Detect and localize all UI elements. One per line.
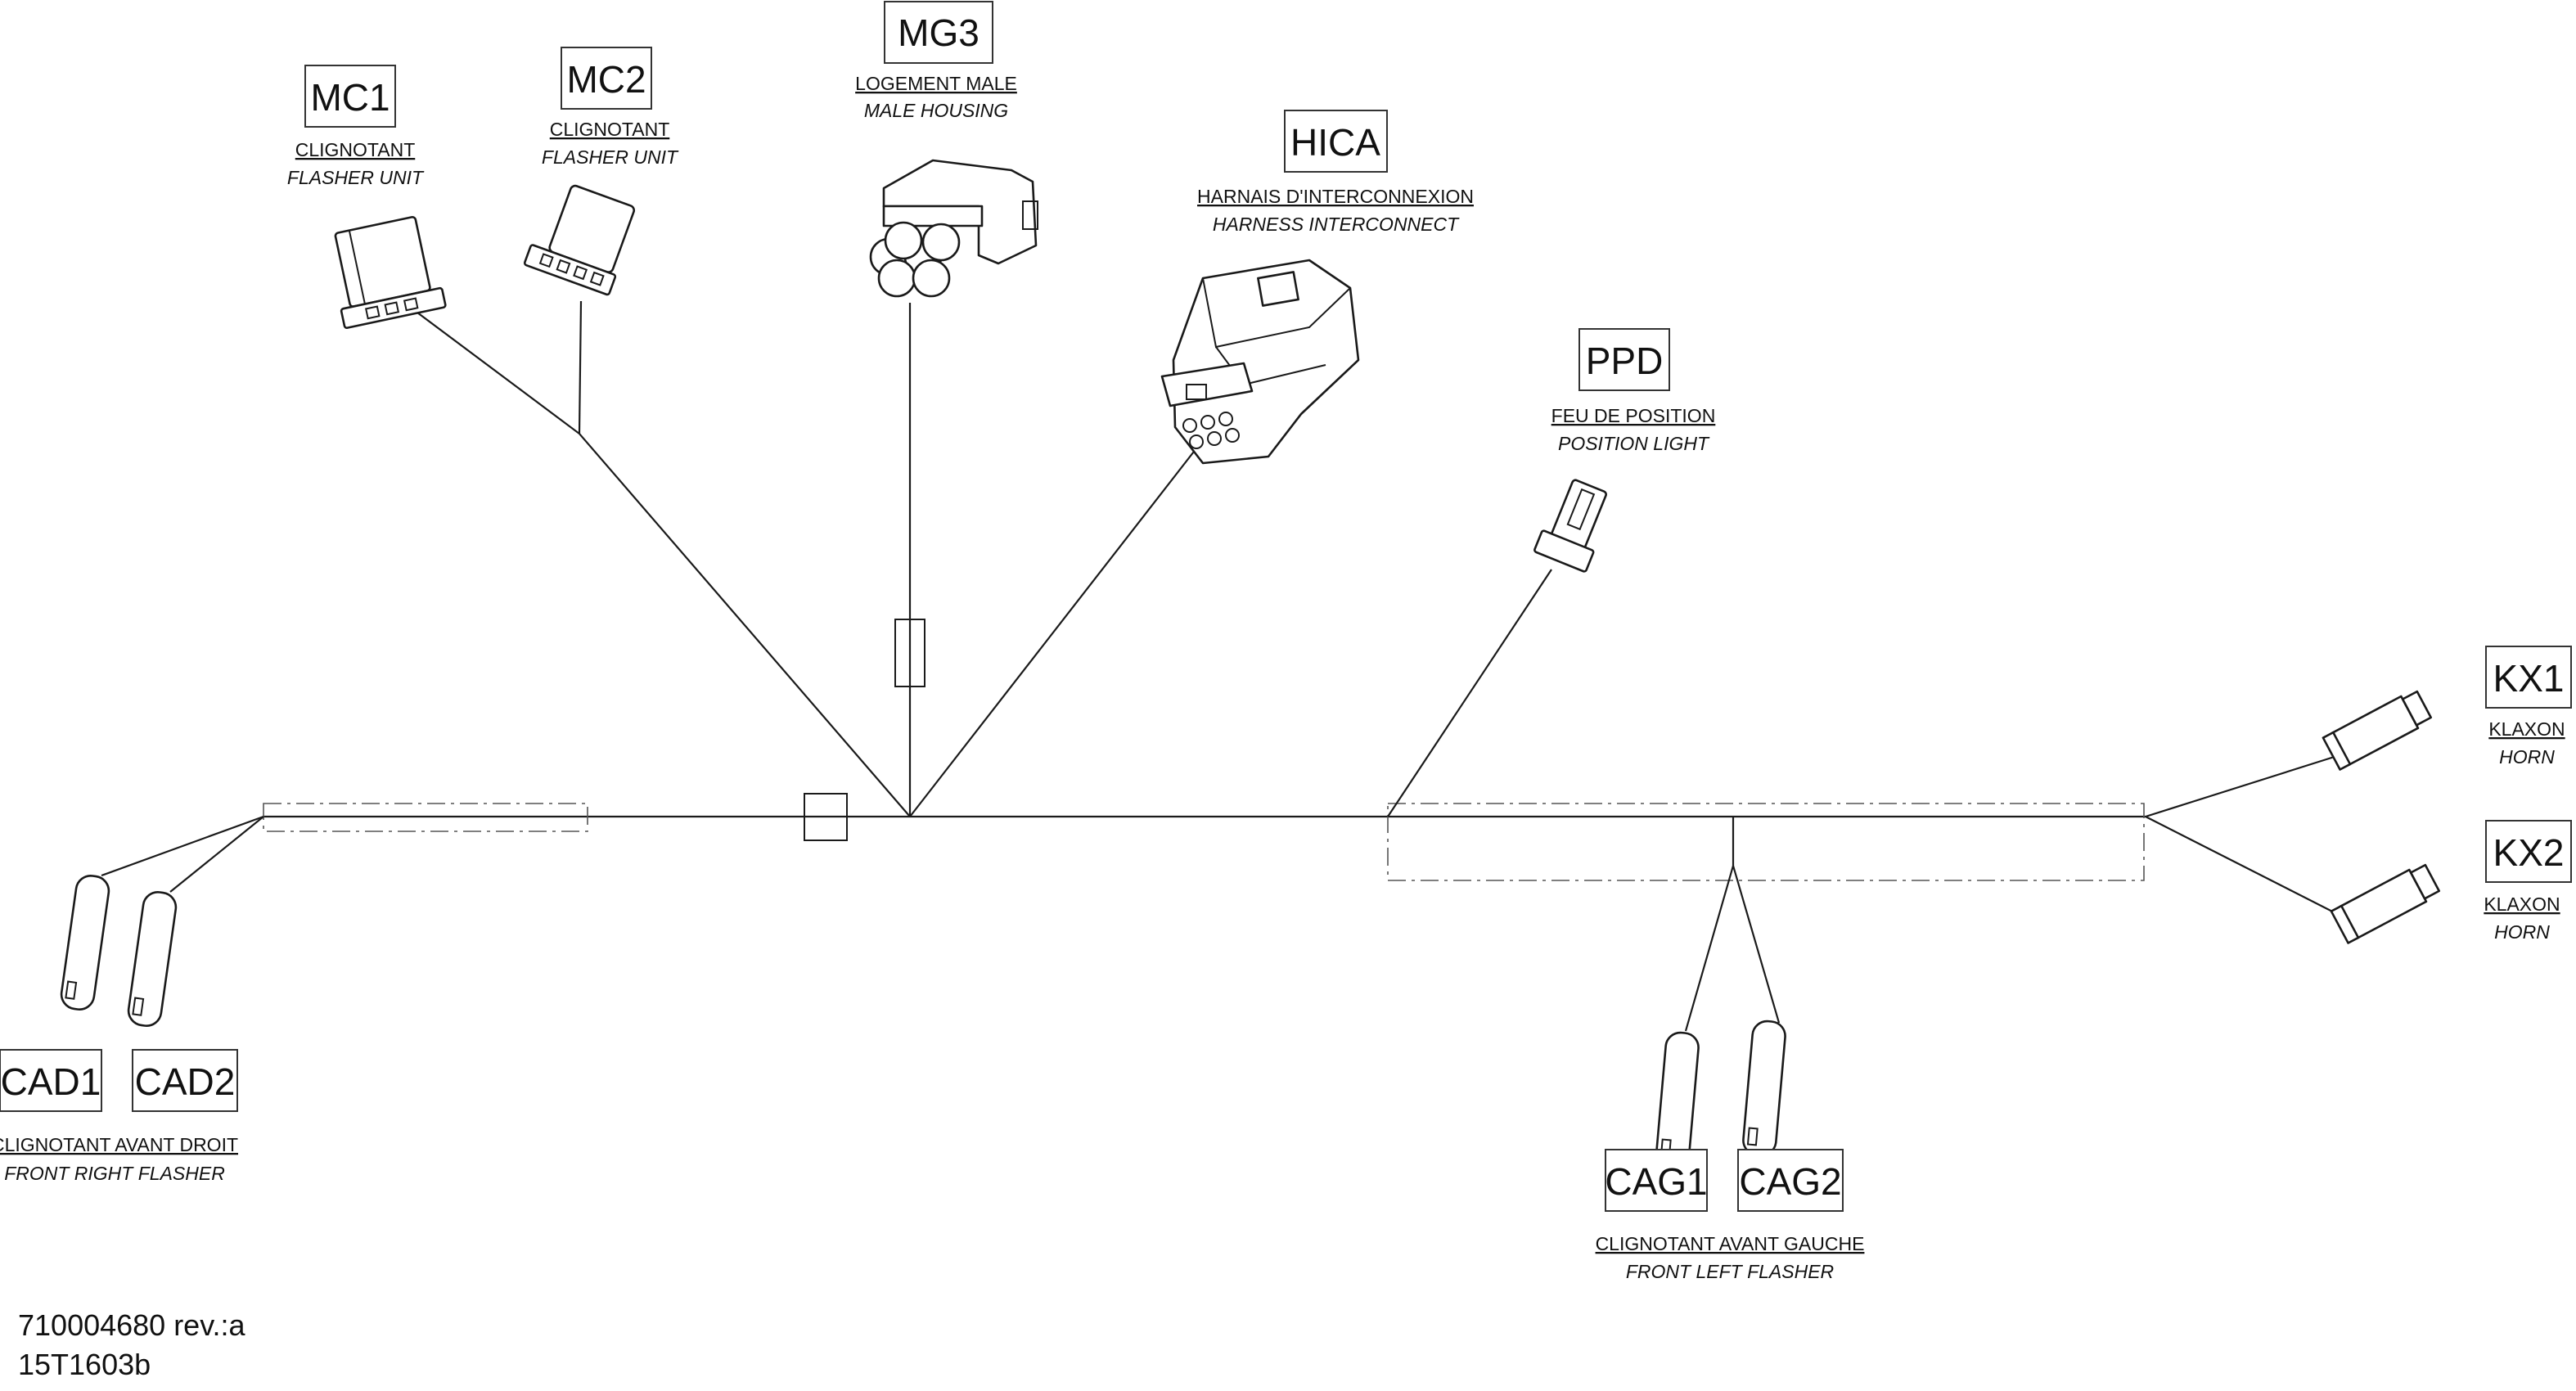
part-number: 710004680 rev.:a <box>18 1308 246 1342</box>
label-mg3: MG3 LOGEMENT MALE MALE HOUSING <box>855 1 1017 121</box>
mg3-en: MALE HOUSING <box>864 100 1008 121</box>
branch-cag1 <box>1684 865 1735 1032</box>
label-ppd: PPD FEU DE POSITION POSITION LIGHT <box>1551 328 1716 454</box>
mc1-fr: CLIGNOTANT <box>295 139 416 160</box>
mg3-code: MG3 <box>898 11 980 54</box>
ppd-fr: FEU DE POSITION <box>1551 405 1716 426</box>
kx2-connector <box>2330 863 2441 944</box>
label-mc2: MC2 CLIGNOTANT FLASHER UNIT <box>542 47 679 168</box>
mc2-code: MC2 <box>566 58 646 101</box>
ppd-connector <box>1533 479 1607 573</box>
kx1-en: HORN <box>2499 746 2555 768</box>
sleeve-right <box>1387 803 2145 881</box>
branch-hica <box>909 448 1197 817</box>
cag2-code: CAG2 <box>1739 1160 1841 1203</box>
label-cag: CAG1 CAG2 CLIGNOTANT AVANT GAUCHE FRONT … <box>1596 1149 1865 1282</box>
cad2-code: CAD2 <box>135 1060 236 1103</box>
kx2-fr: KLAXON <box>2484 894 2560 915</box>
label-mc1: MC1 CLIGNOTANT FLASHER UNIT <box>287 65 425 188</box>
cag2-connector <box>1742 1020 1786 1157</box>
branch-ppd <box>1387 569 1552 817</box>
harness-wires <box>101 300 2346 1032</box>
branch-kx2 <box>2145 816 2346 919</box>
mc1-en: FLASHER UNIT <box>287 167 425 188</box>
mc1-connector <box>334 215 447 330</box>
kx2-code: KX2 <box>2493 831 2565 874</box>
hica-code: HICA <box>1290 121 1380 164</box>
cad-en: FRONT RIGHT FLASHER <box>4 1163 225 1184</box>
tape-marker-trunk <box>804 793 848 841</box>
ppd-en: POSITION LIGHT <box>1558 433 1710 454</box>
label-kx2: KX2 KLAXON HORN <box>2484 820 2572 943</box>
mg3-connector <box>869 159 1038 298</box>
mc2-fr: CLIGNOTANT <box>550 119 670 140</box>
label-cad: CAD1 CAD2 CLIGNOTANT AVANT DROIT FRONT R… <box>0 1049 238 1184</box>
cag1-connector <box>1655 1031 1700 1168</box>
branch-kx1 <box>2145 753 2343 818</box>
kx1-code: KX1 <box>2493 657 2565 700</box>
branch-cag2 <box>1732 865 1781 1024</box>
hica-connector <box>1160 259 1360 465</box>
label-kx1: KX1 KLAXON HORN <box>2485 646 2572 768</box>
cad-fr: CLIGNOTANT AVANT DROIT <box>0 1134 238 1155</box>
mg3-fr: LOGEMENT MALE <box>855 73 1017 94</box>
mc2-connector <box>523 184 636 296</box>
cad2-connector <box>127 891 178 1027</box>
kx1-fr: KLAXON <box>2488 718 2565 740</box>
label-hica: HICA HARNAIS D'INTERCONNEXION HARNESS IN… <box>1197 110 1474 235</box>
drawing-number: 15T1603b <box>18 1348 151 1381</box>
kx1-connector <box>2322 690 2433 771</box>
ppd-code: PPD <box>1586 340 1664 382</box>
branch-mc <box>403 302 911 817</box>
hica-fr: HARNAIS D'INTERCONNEXION <box>1197 186 1474 207</box>
branch-cad2 <box>169 816 264 893</box>
cag-fr: CLIGNOTANT AVANT GAUCHE <box>1596 1233 1865 1254</box>
cad1-connector <box>60 875 110 1011</box>
cag1-code: CAG1 <box>1605 1160 1707 1203</box>
mc2-en: FLASHER UNIT <box>542 146 679 168</box>
hica-en: HARNESS INTERCONNECT <box>1213 214 1460 235</box>
branch-cad1 <box>101 815 264 877</box>
cag-en: FRONT LEFT FLASHER <box>1626 1261 1834 1282</box>
mc1-code: MC1 <box>310 76 390 119</box>
branch-mc2 <box>578 300 583 434</box>
cad1-code: CAD1 <box>1 1060 101 1103</box>
kx2-en: HORN <box>2494 921 2550 943</box>
